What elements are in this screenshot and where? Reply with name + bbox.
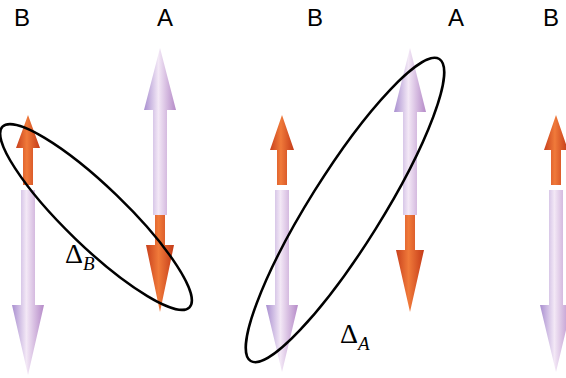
lavender-spin-down <box>12 190 44 375</box>
site-label: A <box>448 6 464 30</box>
spin-pair <box>266 115 298 372</box>
lavender-spin-down <box>540 190 566 372</box>
lavender-spin-up <box>144 48 176 215</box>
spin-pair <box>144 48 176 312</box>
spin-pair <box>540 115 566 372</box>
site-label: B <box>307 6 323 30</box>
spin-pair <box>394 48 426 312</box>
gap-symbol: ΔA <box>340 320 370 353</box>
spin-pair <box>12 115 44 375</box>
site-label: A <box>157 6 173 30</box>
orange-spin-up <box>270 115 294 185</box>
pairing-ellipse: ΔB <box>0 110 200 325</box>
orange-spin-down <box>396 215 424 312</box>
gap-symbol: ΔB <box>65 240 95 273</box>
site-label: B <box>14 6 30 30</box>
lavender-spin-down <box>266 190 298 372</box>
pairing-ellipse: ΔA <box>240 45 455 375</box>
ellipse-outline <box>0 110 200 325</box>
ellipse-shape <box>0 105 210 329</box>
orange-spin-up <box>544 115 566 185</box>
ellipse-shape <box>220 40 470 378</box>
site-label: B <box>543 6 559 30</box>
